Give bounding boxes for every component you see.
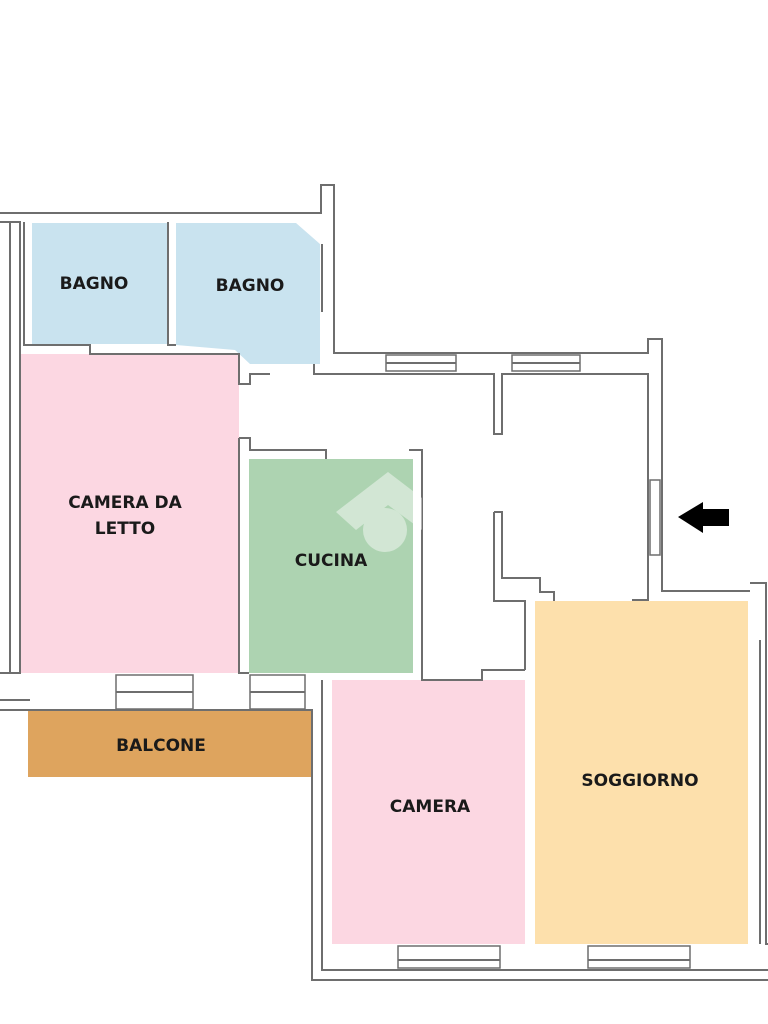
room-bagno-2	[176, 223, 320, 364]
room-cucina	[249, 459, 413, 673]
label-camera-da-letto-line1: CAMERA DA	[68, 493, 182, 513]
entrance-arrow-icon	[678, 502, 729, 533]
window-bottom-1	[397, 945, 501, 969]
label-camera-da-letto-line2: LETTO	[95, 519, 155, 539]
windows	[115, 354, 691, 969]
label-camera: CAMERA	[390, 797, 471, 817]
room-balcone	[28, 711, 311, 777]
label-bagno-2: BAGNO	[216, 276, 285, 296]
room-camera-da-letto	[20, 354, 239, 673]
label-balcone: BALCONE	[116, 736, 206, 756]
walls	[0, 184, 768, 981]
label-soggiorno: SOGGIORNO	[581, 771, 698, 791]
room-bagno-1	[32, 223, 168, 344]
house-watermark-icon	[336, 472, 422, 552]
window-bottom-2	[587, 945, 691, 969]
label-bagno-1: BAGNO	[60, 274, 129, 294]
label-cucina: CUCINA	[295, 551, 368, 571]
room-soggiorno	[535, 601, 748, 944]
window-right	[649, 479, 661, 556]
room-camera	[332, 680, 525, 944]
